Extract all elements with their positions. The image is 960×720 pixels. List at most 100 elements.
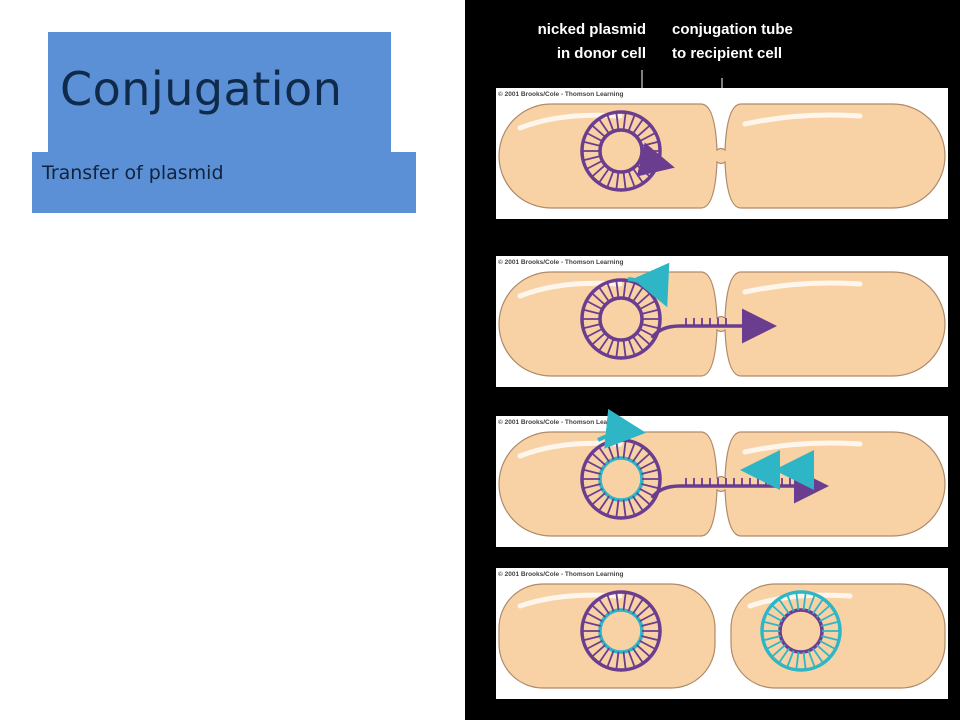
recipient-plasmid-base-pair bbox=[802, 651, 807, 670]
donor-plasmid-base-pair bbox=[636, 644, 651, 658]
plasmid-base-pair bbox=[622, 171, 627, 190]
donor-plasmid-base-pair bbox=[586, 612, 603, 623]
donor-plasmid-base-pair bbox=[582, 620, 601, 627]
plasmid-base-pair bbox=[641, 468, 660, 475]
copyright-text: © 2001 Brooks/Cole - Thomson Learning bbox=[498, 90, 623, 98]
plasmid-base-pair bbox=[591, 492, 606, 506]
recipient-plasmid-base-pair bbox=[778, 647, 790, 664]
copyright-text: © 2001 Brooks/Cole - Thomson Learning bbox=[498, 258, 623, 266]
plasmid-base-pair bbox=[615, 280, 620, 299]
plasmid-base-pair bbox=[598, 495, 610, 512]
slide-subtitle: Transfer of plasmid bbox=[42, 162, 224, 184]
title-box bbox=[48, 32, 391, 153]
plasmid-base-pair bbox=[582, 308, 601, 315]
plasmid-base-pair bbox=[622, 112, 627, 131]
subtitle-box bbox=[32, 152, 416, 213]
plasmid-base-pair bbox=[582, 140, 601, 147]
bacterial-cell-pair bbox=[498, 103, 946, 209]
plasmid-base-pair bbox=[606, 282, 615, 300]
cell-highlight bbox=[742, 440, 863, 455]
plasmid-base-pair bbox=[586, 300, 603, 311]
plasmid-base-pair bbox=[598, 118, 610, 135]
copyright-text: © 2001 Brooks/Cole - Thomson Learning bbox=[498, 570, 623, 578]
plasmid-base-pair bbox=[615, 112, 620, 131]
cell-highlight bbox=[742, 280, 863, 295]
donor-plasmid-base-pair bbox=[622, 651, 627, 670]
label-nicked-plasmid: nicked plasmid in donor cell bbox=[480, 18, 646, 66]
recipient-plasmid-base-pair bbox=[819, 639, 836, 650]
plasmid-base-pair bbox=[632, 446, 644, 463]
donor-cell bbox=[498, 583, 716, 689]
donor-plasmid-base-pair bbox=[639, 639, 656, 650]
plasmid-base-pair bbox=[598, 446, 610, 463]
cell-highlight bbox=[747, 592, 853, 609]
plasmid-base-pair bbox=[606, 498, 615, 516]
plasmid-base-pair bbox=[598, 167, 610, 184]
cell-highlight bbox=[742, 112, 863, 127]
plasmid-base-pair bbox=[627, 338, 636, 356]
plasmid-base-pair bbox=[586, 159, 603, 170]
donor-plasmid-base-pair bbox=[641, 635, 660, 642]
donor-plasmid-base-pair bbox=[627, 650, 636, 668]
donor-plasmid-base-pair bbox=[606, 594, 615, 612]
recipient-plasmid-base-pair bbox=[766, 612, 783, 623]
plasmid-base-pair bbox=[615, 499, 620, 518]
donor-plasmid-base-pair bbox=[632, 598, 644, 615]
recipient-plasmid-base-pair bbox=[778, 598, 790, 615]
plasmid-base-pair bbox=[627, 170, 636, 188]
label-conjugation-tube: conjugation tube to recipient cell bbox=[672, 18, 862, 66]
plasmid-base-pair bbox=[586, 327, 603, 338]
diagram-panel-4: © 2001 Brooks/Cole - Thomson Learning bbox=[496, 568, 948, 699]
plasmid-base-pair bbox=[632, 118, 644, 135]
plasmid-base-pair bbox=[632, 495, 644, 512]
donor-plasmid-base-pair bbox=[615, 651, 620, 670]
plasmid-base-pair bbox=[606, 114, 615, 132]
transferred-strand bbox=[650, 308, 777, 344]
plasmid-base-pair bbox=[615, 339, 620, 358]
donor-plasmid-base-pair bbox=[606, 650, 615, 668]
donor-plasmid-base-pair bbox=[641, 620, 660, 627]
donor-plasmid-base-pair bbox=[582, 635, 601, 642]
label-nicked-line2: in donor cell bbox=[556, 45, 646, 62]
slide-title: Conjugation bbox=[60, 62, 343, 116]
plasmid-base-pair bbox=[598, 286, 610, 303]
donor-plasmid-base-pair bbox=[632, 647, 644, 664]
plasmid-base-pair bbox=[636, 452, 651, 466]
recipient-plasmid-base-pair bbox=[771, 604, 786, 618]
plasmid-base-pair bbox=[641, 483, 660, 490]
plasmid-base-pair bbox=[591, 164, 606, 178]
recipient-plasmid-base-pair bbox=[762, 620, 781, 627]
plasmid-base-pair bbox=[627, 114, 636, 132]
plasmid-base-pair bbox=[591, 332, 606, 346]
donor-plasmid-base-pair bbox=[627, 594, 636, 612]
diagram-panel-3: © 2001 Brooks/Cole - Thomson Learning bbox=[496, 408, 948, 547]
diagram-panel-2: © 2001 Brooks/Cole - Thomson Learning bbox=[496, 256, 948, 387]
plasmid-base-pair bbox=[627, 498, 636, 516]
recipient-plasmid-base-pair bbox=[807, 594, 816, 612]
recipient-plasmid-base-pair bbox=[821, 635, 840, 642]
transferred-strand bbox=[650, 468, 829, 504]
plasmid-base-pair bbox=[632, 335, 644, 352]
plasmid-base-pair bbox=[591, 452, 606, 466]
donor-plasmid-base-pair bbox=[636, 604, 651, 618]
nick-arrow bbox=[636, 142, 675, 177]
replication-arrow bbox=[627, 262, 670, 308]
plasmid-base-pair bbox=[586, 487, 603, 498]
plasmid-base-pair bbox=[606, 170, 615, 188]
donor-plasmid-base-pair bbox=[586, 639, 603, 650]
recipient-plasmid-base-pair bbox=[795, 651, 800, 670]
plasmid-base-pair bbox=[615, 171, 620, 190]
plasmid-base-pair bbox=[639, 460, 656, 471]
plasmid-base-pair bbox=[582, 155, 601, 162]
label-tube-line2: to recipient cell bbox=[672, 45, 783, 62]
recipient-plasmid-base-pair bbox=[812, 647, 824, 664]
recipient-plasmid-base-pair bbox=[821, 620, 840, 627]
plasmid-base-pair bbox=[636, 332, 651, 346]
plasmid-base-pair bbox=[591, 292, 606, 306]
plasmid-base-pair bbox=[636, 492, 651, 506]
copyright-text: © 2001 Brooks/Cole - Thomson Learning bbox=[498, 418, 623, 426]
plasmid-base-pair bbox=[622, 339, 627, 358]
donor-plasmid-base-pair bbox=[639, 612, 656, 623]
plasmid-base-pair bbox=[639, 132, 656, 143]
label-tube-line1: conjugation tube bbox=[672, 21, 793, 38]
